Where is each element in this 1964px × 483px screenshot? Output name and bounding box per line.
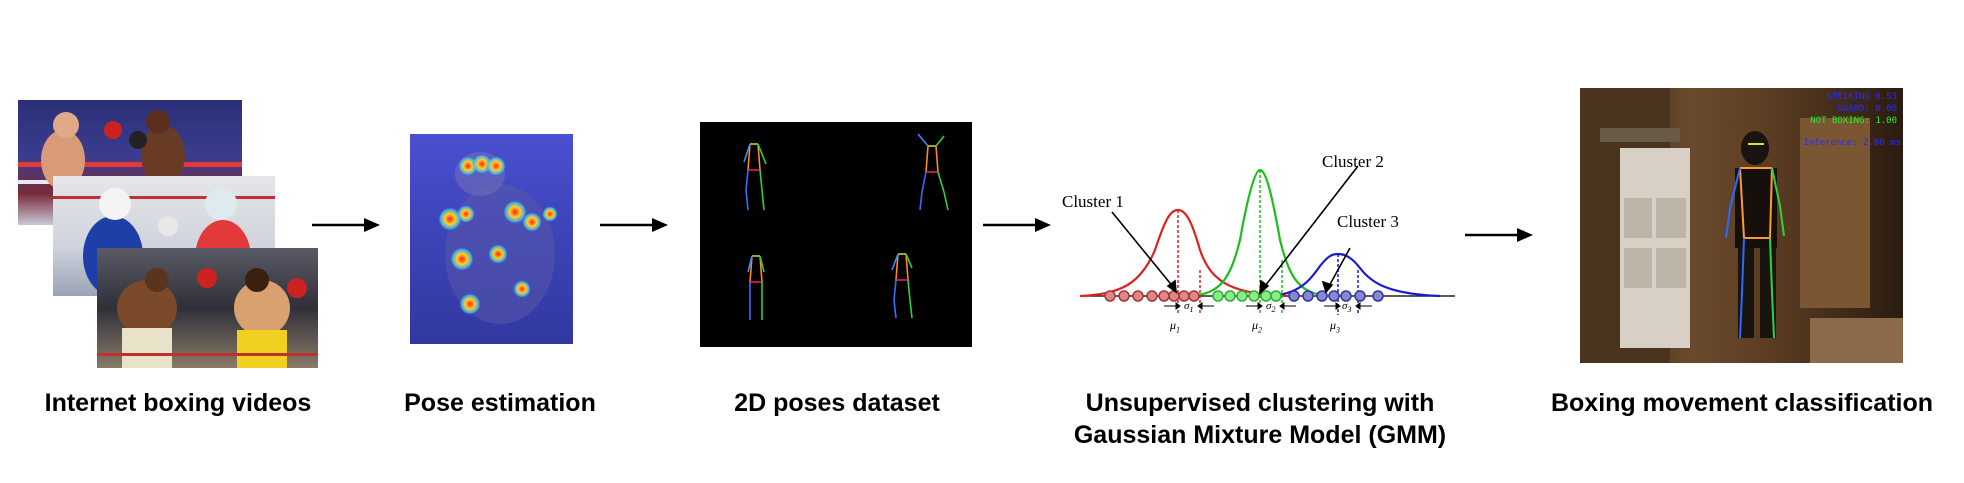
overlay-guard: GUARD: 0.00	[1837, 104, 1897, 114]
caption-poses-dataset: 2D poses dataset	[734, 389, 940, 417]
cluster1-curve	[1079, 208, 1291, 298]
arrow-right-icon	[600, 218, 668, 232]
classification-image: STRIKING 0.53 GUARD: 0.00 NOT BOXING: 1.…	[1580, 88, 1903, 363]
overlay-inference: Inference: 2.08 ms	[1803, 138, 1901, 148]
cluster3-label: Cluster 3	[1337, 212, 1399, 231]
gmm-diagram-svg	[1079, 165, 1455, 315]
stage-internet-videos	[18, 100, 318, 370]
mu3-label: μ3	[1330, 318, 1341, 335]
mu1-label: μ1	[1170, 318, 1181, 335]
cluster2-label: Cluster 2	[1322, 152, 1384, 171]
caption-gmm-line1: Unsupervised clustering with	[1085, 389, 1435, 417]
sigma2-label: σ2	[1266, 300, 1276, 315]
overlay-striking: STRIKING 0.53	[1826, 92, 1897, 102]
arrow-right-icon	[983, 218, 1051, 232]
arrow-right-icon	[312, 218, 380, 232]
cluster3-curve	[1269, 252, 1441, 298]
sigma1-label: σ1	[1184, 300, 1194, 315]
pose-heatmap-art	[438, 152, 558, 324]
boxing-photo-front-art	[97, 268, 318, 368]
caption-gmm-line2: Gaussian Mixture Model (GMM)	[1073, 421, 1447, 449]
mu2-label: μ2	[1252, 318, 1263, 335]
gmm-points	[1104, 290, 1384, 302]
boxing-photo-front	[97, 248, 318, 368]
classification-scene	[1580, 88, 1903, 363]
sigma3-label: σ3	[1342, 300, 1352, 315]
cluster1-label: Cluster 1	[1062, 192, 1124, 211]
caption-pose-estimation: Pose estimation	[404, 389, 596, 417]
caption-internet-videos: Internet boxing videos	[44, 389, 312, 417]
boxing-photo-back-art	[18, 110, 242, 190]
overlay-not-boxing: NOT BOXING: 1.00	[1810, 116, 1897, 126]
gmm-diagram: Cluster 1 Cluster 2 Cluster 3 σ1 σ2 σ3 μ…	[1060, 140, 1460, 340]
arrow-right-icon	[1465, 228, 1533, 242]
caption-classification: Boxing movement classification	[1550, 389, 1934, 417]
pose-heatmap-image	[410, 134, 573, 344]
poses-dataset-image	[700, 122, 972, 347]
poses-dataset-skeletons	[743, 133, 949, 320]
